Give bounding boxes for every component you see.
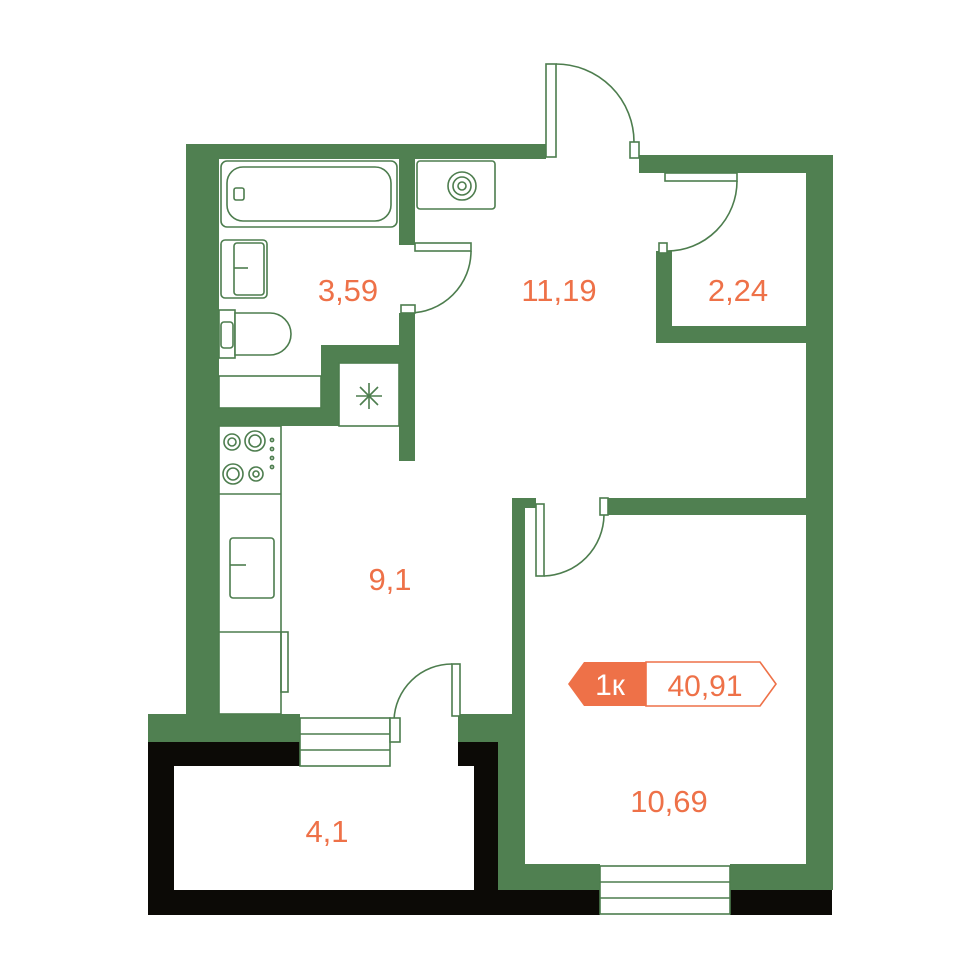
bathtub-icon bbox=[220, 160, 398, 228]
toilet-icon bbox=[218, 309, 292, 359]
room-area-storage: 2,24 bbox=[708, 273, 768, 308]
room-area-bedroom: 10,69 bbox=[630, 784, 708, 819]
kitchen-window bbox=[299, 717, 391, 767]
washing-machine-icon bbox=[416, 160, 496, 210]
kitchen-sink-icon bbox=[229, 537, 275, 599]
room-area-hallway: 11,19 bbox=[521, 273, 596, 308]
stove-icon bbox=[222, 430, 275, 485]
room-labels: 3,59 11,19 2,24 9,1 4,1 10,69 bbox=[305, 273, 768, 849]
total-area-label: 40,91 bbox=[667, 670, 742, 703]
room-area-balcony: 4,1 bbox=[305, 814, 348, 849]
exterior-walls bbox=[148, 742, 832, 915]
fridge bbox=[280, 631, 289, 693]
room-area-kitchen: 9,1 bbox=[368, 562, 411, 597]
door-icon bbox=[389, 63, 738, 743]
shelf bbox=[218, 375, 322, 409]
apartment-badge: 1к 40,91 bbox=[568, 661, 777, 707]
room-area-bathroom: 3,59 bbox=[318, 273, 378, 308]
walls bbox=[148, 144, 833, 890]
bedroom-window bbox=[599, 865, 731, 915]
ventilation-shaft-icon bbox=[338, 362, 400, 427]
room-count-label: 1к bbox=[595, 669, 626, 702]
sink-icon bbox=[220, 239, 268, 299]
